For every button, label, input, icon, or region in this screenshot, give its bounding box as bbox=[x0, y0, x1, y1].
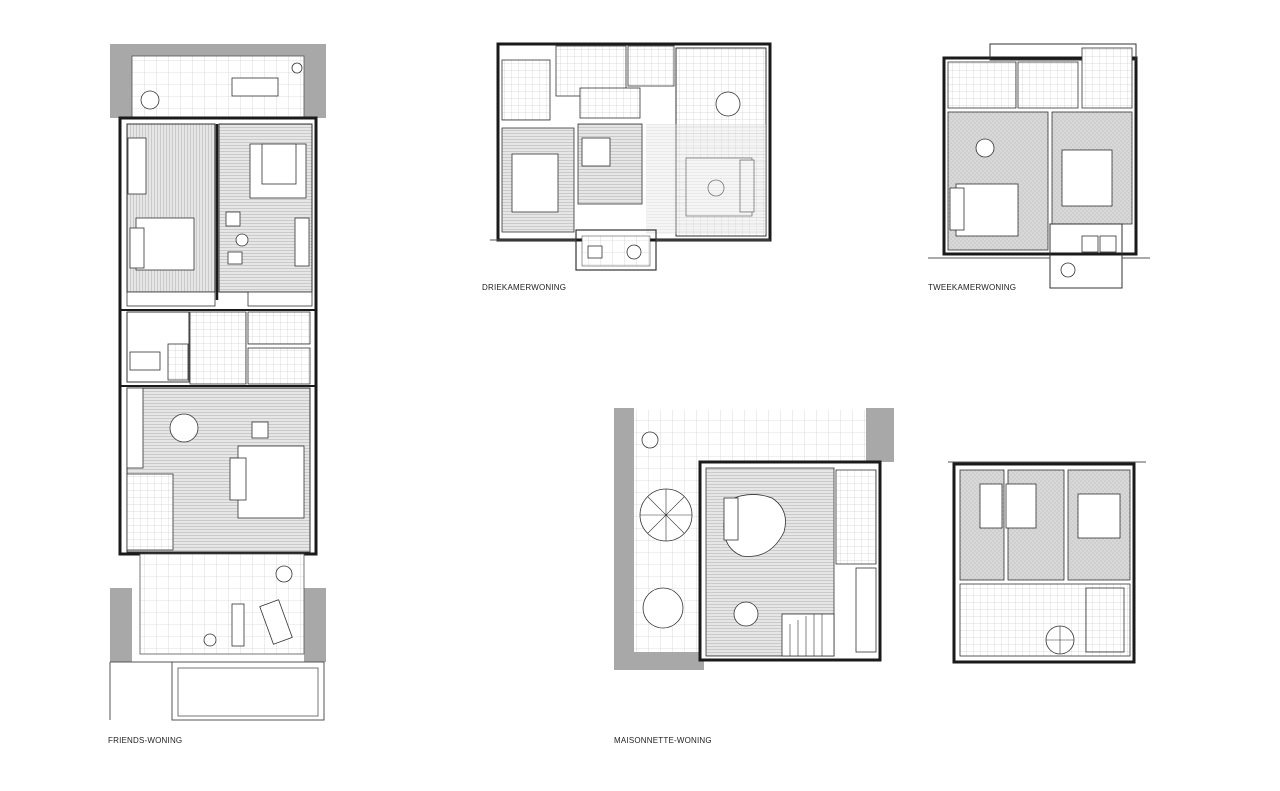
plan-friends-woning bbox=[109, 44, 326, 721]
plan-label-tweekamerwoning: TWEEKAMERWONING bbox=[928, 283, 1017, 292]
plan-driekamerwoning bbox=[490, 42, 772, 271]
plan-label-maisonnette-woning: MAISONNETTE-WONING bbox=[614, 736, 712, 745]
plan-label-driekamerwoning: DRIEKAMERWONING bbox=[482, 283, 567, 292]
plan-maisonnette-woning bbox=[614, 408, 894, 670]
plan-label-friends-woning: FRIENDS-WONING bbox=[108, 736, 183, 745]
plan-tweekamerwoning bbox=[928, 43, 1150, 289]
plan-small-unit bbox=[948, 461, 1146, 664]
